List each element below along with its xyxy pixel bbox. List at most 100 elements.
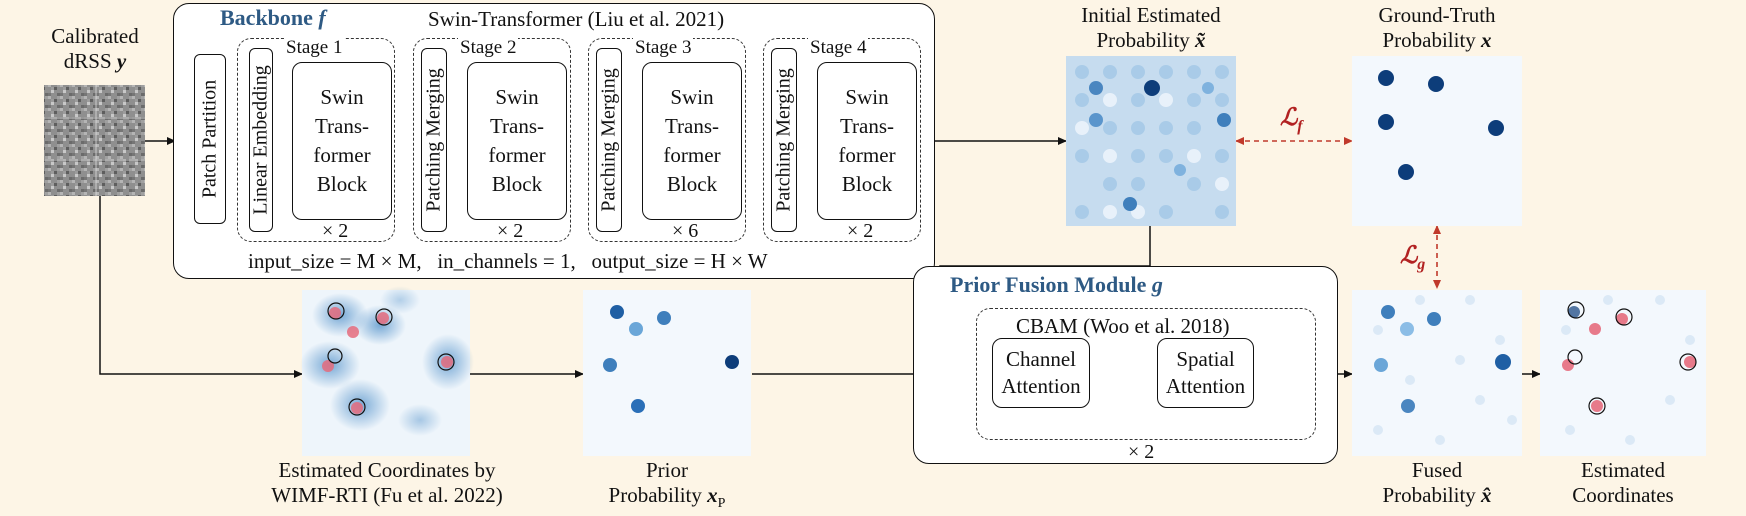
cbam-group	[976, 308, 1316, 440]
loss-f-label: ℒf	[1280, 106, 1303, 139]
input-label-drss: dRSS	[63, 49, 112, 73]
stage-1-label: Stage 1	[284, 37, 345, 59]
loss-f-symbol: ℒ	[1280, 105, 1298, 131]
patching-merging-block-4: Patching Merging	[771, 48, 797, 232]
ground-truth-text: Probability	[1382, 28, 1476, 52]
fused-caption-line1: Fused	[1411, 458, 1463, 482]
swin-block-line: Trans-	[839, 114, 895, 138]
estimated-caption: Estimated Coordinates	[1540, 458, 1706, 508]
prior-caption-line1: Prior	[646, 458, 688, 482]
swin-block-line: Trans-	[664, 114, 720, 138]
stage-3-label: Stage 3	[633, 37, 694, 59]
stage-4-repeat: × 2	[847, 220, 874, 242]
swin-block-stage-3: Swin Trans- former Block	[642, 62, 742, 220]
spatial-attention-line2: Attention	[1165, 374, 1246, 398]
patching-merging-block-2: Patching Merging	[421, 48, 447, 232]
wimf-caption: Estimated Coordinates by WIMF-RTI (Fu et…	[252, 458, 522, 508]
patching-merging-block-3: Patching Merging	[596, 48, 622, 232]
wimf-caption-line1: Estimated Coordinates by	[278, 458, 496, 482]
swin-block-line: former	[838, 143, 896, 167]
swin-block-stage-4: Swin Trans- former Block	[817, 62, 917, 220]
backbone-title-text: Backbone	[220, 5, 313, 30]
swin-block-line: Swin	[320, 85, 364, 109]
fused-caption-symbol: x̂	[1481, 483, 1492, 507]
initial-probability-heatmap	[1066, 56, 1236, 226]
swin-block-line: Swin	[495, 85, 539, 109]
fused-caption-text: Probability	[1382, 483, 1476, 507]
swin-block-line: Block	[491, 172, 543, 196]
ground-truth-symbol: x	[1481, 28, 1492, 52]
fused-caption-line2: Probability x̂	[1352, 483, 1522, 508]
backbone-subtitle: Swin-Transformer (Liu et al. 2021)	[428, 7, 725, 31]
patching-merging-label: Patching Merging	[772, 68, 795, 212]
swin-block-stage-2: Swin Trans- former Block	[467, 62, 567, 220]
ground-truth-label: Ground-Truth Probability x	[1345, 3, 1529, 53]
prior-caption-text: Probability	[608, 483, 702, 507]
patch-partition-label: Patch Partition	[198, 79, 221, 199]
backbone-title: Backbone f	[220, 5, 326, 31]
spatial-attention-block: Spatial Attention	[1157, 338, 1254, 408]
loss-f-subscript: f	[1297, 117, 1303, 135]
swin-block-line: Block	[316, 172, 368, 196]
linear-embedding-block: Linear Embedding	[249, 48, 273, 232]
backbone-title-symbol: f	[318, 5, 326, 30]
ground-truth-probability-map	[1352, 56, 1522, 226]
swin-block-line: former	[488, 143, 546, 167]
loss-g-subscript: g	[1417, 255, 1426, 273]
swin-block-line: Block	[841, 172, 893, 196]
ground-truth-line1: Ground-Truth	[1378, 3, 1496, 27]
swin-block-line: Block	[666, 172, 718, 196]
prior-probability-map	[583, 290, 751, 456]
fused-probability-map	[1352, 290, 1522, 456]
prior-caption: Prior Probability xP	[583, 458, 751, 516]
input-symbol-y: y	[116, 49, 127, 73]
swin-block-line: Swin	[845, 85, 889, 109]
swin-block-stage-1: Swin Trans- former Block	[292, 62, 392, 220]
patching-merging-label: Patching Merging	[597, 68, 620, 212]
swin-block-line: former	[663, 143, 721, 167]
swin-block-line: Swin	[670, 85, 714, 109]
stage-1-repeat: × 2	[322, 220, 349, 242]
wimf-rti-coordinates-map	[300, 286, 474, 456]
linear-embedding-label: Linear Embedding	[249, 65, 272, 215]
input-label: Calibrated dRSS y	[30, 24, 160, 74]
estimated-caption-line2: Coordinates	[1572, 483, 1674, 507]
drss-input-image	[44, 85, 145, 196]
prior-caption-line2: Probability xP	[583, 483, 751, 516]
prior-fusion-title-symbol: g	[1151, 272, 1163, 297]
loss-g-label: ℒg	[1400, 244, 1425, 277]
prior-caption-subscript: P	[717, 496, 726, 512]
fused-caption: Fused Probability x̂	[1352, 458, 1522, 508]
prior-fusion-title: Prior Fusion Module g	[950, 272, 1163, 298]
backbone-footer: input_size = M × M, in_channels = 1, out…	[248, 249, 768, 273]
initial-probability-label: Initial Estimated Probability x̃	[1050, 3, 1252, 53]
swin-block-line: Trans-	[314, 114, 370, 138]
prior-fusion-title-text: Prior Fusion Module	[950, 272, 1147, 297]
estimated-coordinates-map	[1540, 290, 1706, 456]
swin-block-line: Trans-	[489, 114, 545, 138]
wimf-caption-line2: WIMF-RTI (Fu et al. 2022)	[271, 483, 503, 507]
channel-attention-block: Channel Attention	[992, 338, 1090, 408]
stage-3-repeat: × 6	[672, 220, 699, 242]
patch-partition-block: Patch Partition	[194, 54, 226, 224]
channel-attention-line2: Attention	[1001, 374, 1081, 398]
loss-g-symbol: ℒ	[1400, 243, 1418, 269]
initial-probability-symbol: x̃	[1195, 28, 1206, 52]
input-label-line1: Calibrated	[51, 24, 139, 48]
initial-probability-line2: Probability x̃	[1050, 28, 1252, 53]
initial-probability-text: Probability	[1096, 28, 1190, 52]
spatial-attention-line1: Spatial	[1176, 347, 1235, 371]
input-label-line2: dRSS y	[30, 49, 160, 74]
initial-probability-line1: Initial Estimated	[1081, 3, 1221, 27]
prior-caption-symbol: x	[707, 483, 718, 507]
fusion-repeat: × 2	[1128, 441, 1155, 463]
stage-2-repeat: × 2	[497, 220, 524, 242]
patching-merging-label: Patching Merging	[422, 68, 445, 212]
swin-block-line: former	[313, 143, 371, 167]
cbam-label: CBAM (Woo et al. 2018)	[1016, 314, 1230, 338]
stage-2-label: Stage 2	[458, 37, 519, 59]
stage-4-label: Stage 4	[808, 37, 869, 59]
ground-truth-line2: Probability x	[1345, 28, 1529, 53]
